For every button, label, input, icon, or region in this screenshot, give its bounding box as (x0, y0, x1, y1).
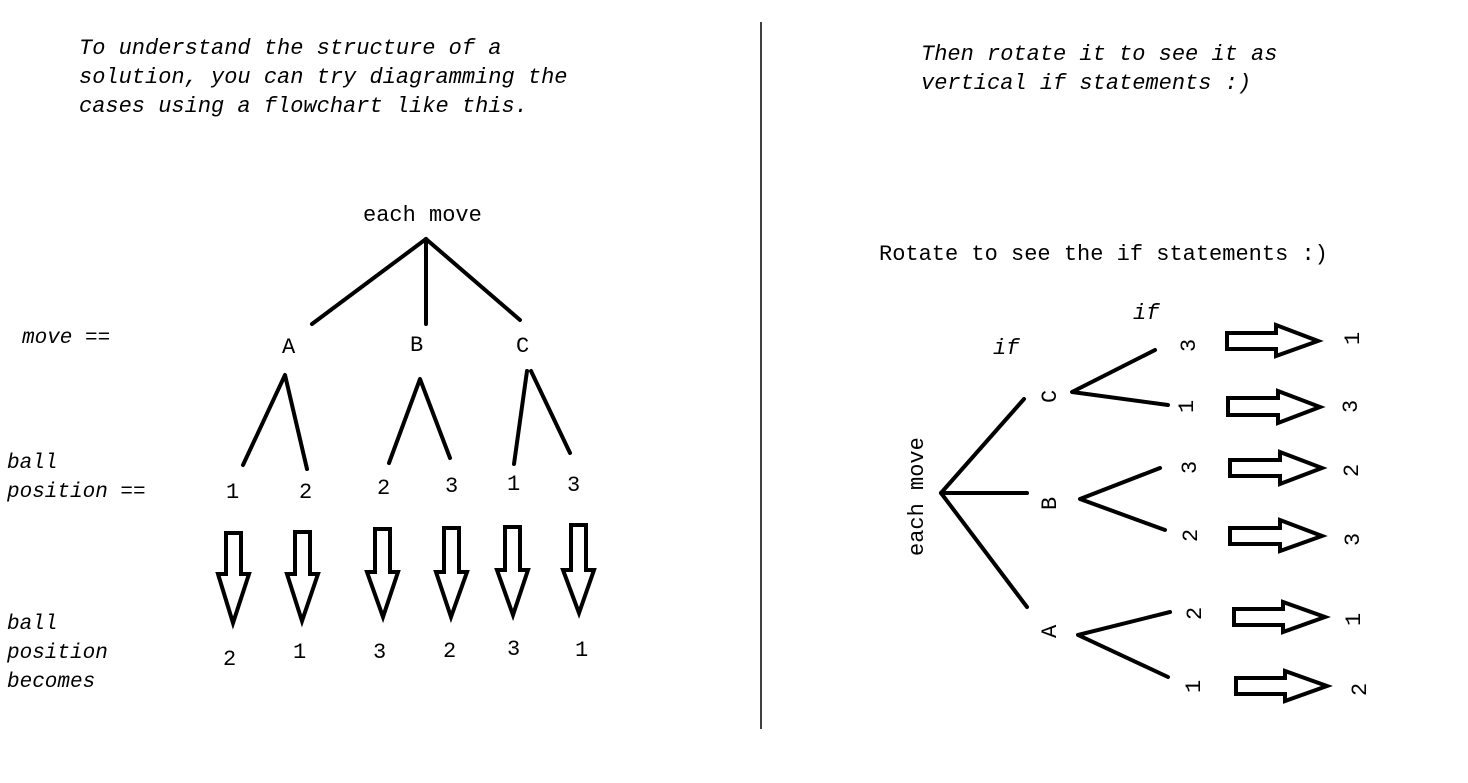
ball-position-label: ball position == (6, 452, 146, 504)
left-intro-line-2: solution, you can try diagramming the (79, 65, 567, 90)
left-position-1: 1 (226, 480, 239, 505)
left-result-3: 3 (373, 640, 386, 665)
left-move-a: A (282, 335, 296, 360)
right-sub-branches (1070, 348, 1172, 679)
left-intro-text: To understand the structure of a solutio… (79, 36, 567, 119)
left-position-5: 1 (507, 472, 520, 497)
branch-line (939, 397, 1026, 495)
branch-line-c2 (529, 369, 572, 455)
left-position-2: 2 (299, 480, 312, 505)
right-move-b: B (1038, 497, 1063, 510)
right-move-c: C (1038, 390, 1063, 403)
left-position-6: 3 (567, 473, 580, 498)
branch-line-a (1076, 610, 1172, 679)
right-position-3: 3 (1178, 461, 1203, 474)
branch-line (939, 491, 1029, 609)
right-position-6: 1 (1182, 680, 1207, 693)
becomes-label-line-1: ball (7, 613, 57, 636)
left-result-2: 1 (293, 640, 306, 665)
right-position-1: 3 (1177, 339, 1202, 352)
right-result-3: 2 (1340, 464, 1365, 477)
left-root-label: each move (363, 203, 482, 228)
right-root-label: each move (905, 437, 930, 556)
right-subtitle: Rotate to see the if statements :) (879, 242, 1328, 267)
right-arrow-icon (1228, 449, 1328, 487)
branch-line-a (241, 373, 309, 471)
right-move-a: A (1038, 624, 1063, 638)
left-position-3: 2 (377, 476, 390, 501)
left-result-1: 2 (223, 647, 236, 672)
right-arrow-icon (1225, 322, 1324, 359)
becomes-label-line-3: becomes (7, 671, 95, 694)
left-sub-branches (241, 369, 572, 471)
right-arrows (1225, 322, 1333, 704)
right-arrow-icon (1226, 388, 1326, 426)
down-arrow-icon (494, 525, 531, 622)
right-result-1: 1 (1341, 332, 1366, 345)
left-intro-line-3: cases using a flowchart like this. (79, 94, 528, 119)
down-arrow-icon (284, 530, 321, 628)
down-arrow-icon (364, 527, 401, 624)
right-position-5: 2 (1183, 607, 1208, 620)
right-arrow-icon (1232, 599, 1331, 635)
branch-line (424, 237, 522, 322)
move-equals-label: move == (22, 327, 110, 350)
right-result-4: 3 (1341, 533, 1366, 546)
branch-line (310, 237, 428, 326)
left-move-c: C (516, 334, 529, 359)
right-arrow-icon (1234, 668, 1333, 704)
right-if-label-top: if (1133, 301, 1160, 326)
left-down-arrows (215, 523, 597, 630)
ball-label-line-2: position == (6, 481, 146, 504)
right-arrow-icon (1228, 517, 1328, 554)
down-arrow-icon (560, 523, 597, 619)
right-result-2: 3 (1339, 400, 1364, 413)
becomes-label-line-2: position (6, 642, 108, 665)
left-position-4: 3 (445, 474, 458, 499)
branch-line-b (1078, 466, 1167, 532)
branch-line-b (387, 377, 452, 465)
left-intro-line-1: To understand the structure of a (79, 36, 501, 61)
right-result-5: 1 (1342, 613, 1367, 626)
right-intro-text: Then rotate it to see it as vertical if … (921, 42, 1277, 96)
left-result-6: 1 (575, 638, 588, 663)
right-intro-line-2: vertical if statements :) (921, 71, 1251, 96)
left-move-b: B (410, 333, 423, 358)
left-result-4: 2 (443, 639, 456, 664)
down-arrow-icon (433, 526, 470, 624)
right-position-4: 2 (1179, 529, 1204, 542)
right-result-6: 2 (1348, 683, 1373, 696)
right-intro-line-1: Then rotate it to see it as (921, 42, 1277, 67)
right-root-branches (939, 397, 1029, 609)
left-result-5: 3 (507, 637, 520, 662)
branch-line-c (1070, 348, 1170, 407)
ball-position-becomes-label: ball position becomes (6, 613, 108, 694)
left-root-branches (310, 237, 522, 326)
right-position-2: 1 (1175, 400, 1200, 413)
down-arrow-icon (215, 531, 252, 630)
right-if-label-left: if (993, 336, 1020, 361)
branch-line-c1 (512, 369, 529, 466)
ball-label-line-1: ball (7, 452, 57, 475)
